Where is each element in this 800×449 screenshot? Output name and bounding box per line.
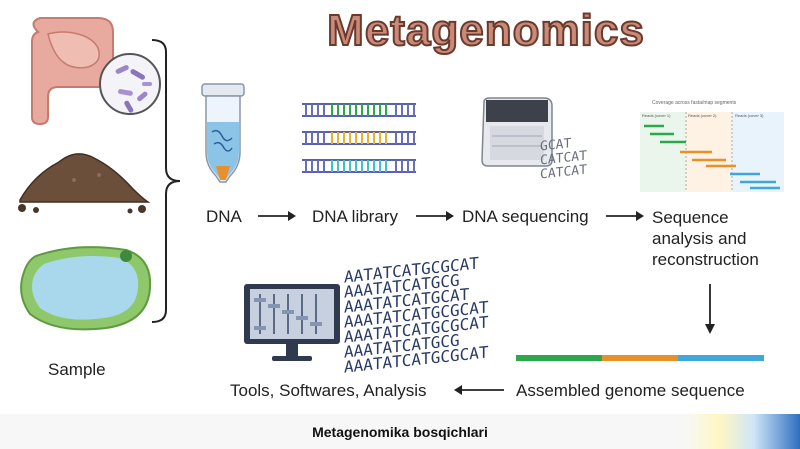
caption-bar	[0, 414, 800, 449]
sample-label: Sample	[48, 360, 106, 379]
figure-caption: Metagenomika bosqichlari	[312, 424, 488, 440]
dna-library-label: DNA library	[312, 207, 398, 226]
sequence-analysis-line: analysis and	[652, 229, 747, 248]
genome-segment-blue	[678, 355, 764, 361]
sequence-analysis-line: reconstruction	[652, 250, 759, 269]
sequence-analysis-panel	[640, 100, 784, 192]
genome-segment-orange	[602, 355, 678, 361]
arrow-right-icon	[258, 211, 296, 221]
tools-label: Tools, Softwares, Analysis	[230, 381, 427, 400]
dna-label: DNA	[206, 207, 242, 226]
caption-accent	[684, 414, 800, 449]
analysis-col3-label: Reads (cover 3)	[735, 113, 764, 118]
page-title: Metagenomics	[326, 5, 645, 56]
sequencer-output-letters: GCAT CATCAT CATCAT	[540, 136, 587, 183]
genome-segment-green	[516, 355, 602, 361]
dna-tube-icon	[201, 83, 245, 183]
dna-library-icon	[302, 103, 416, 173]
arrow-left-icon	[454, 385, 504, 395]
seq-letter-line: CATCAT	[540, 162, 587, 183]
analysis-col1-label: Reads (cover 1)	[642, 113, 671, 118]
soil-icon	[18, 153, 151, 214]
dna-sequencing-label: DNA sequencing	[462, 207, 589, 226]
sequencer-icon	[481, 97, 553, 167]
intestine-icon	[31, 17, 161, 126]
sequence-analysis-line: Sequence	[652, 208, 729, 227]
arrow-right-icon	[606, 211, 644, 221]
water-body-icon	[20, 246, 152, 331]
arrow-right-icon	[416, 211, 454, 221]
arrow-down-icon	[705, 284, 715, 334]
assembled-genome-label: Assembled genome sequence	[516, 381, 745, 400]
sequence-analysis-label: Sequence analysis and reconstruction	[652, 207, 759, 270]
analysis-col2-label: Reads (cover 2)	[688, 113, 717, 118]
monitor-icon	[244, 284, 340, 361]
sample-bracket	[151, 39, 181, 323]
analysis-panel-header: Coverage across fasta/map segments	[652, 100, 737, 106]
sequence-letters-block: AATATCATGCGCAT AAATATCATGCG AAATATCATGCA…	[344, 253, 489, 376]
